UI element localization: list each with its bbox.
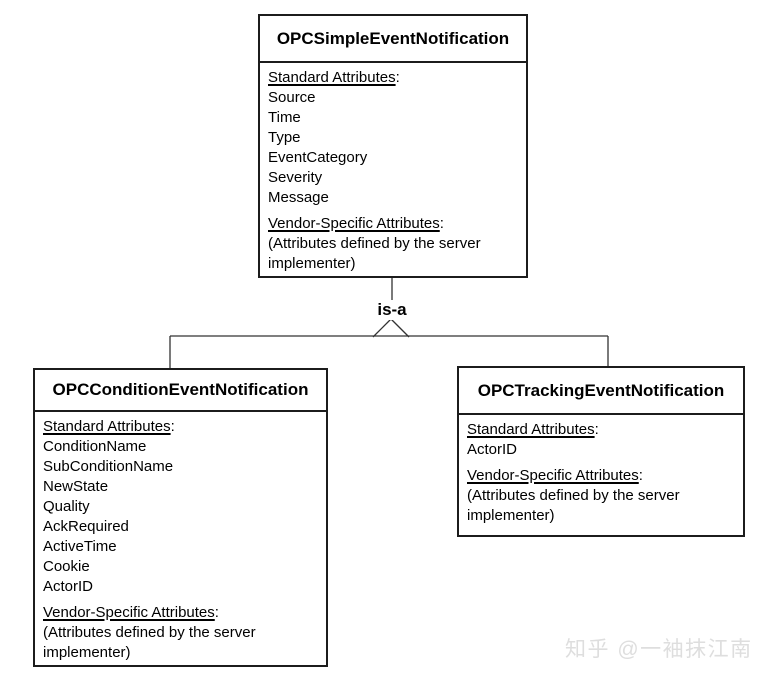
colon: :: [214, 604, 219, 621]
attribute-item: NewState: [43, 478, 109, 495]
section-heading-text: Vendor-Specific Attributes: [268, 215, 440, 232]
attribute-item: Source: [268, 89, 316, 106]
class-title: OPCSimpleEventNotification: [260, 16, 526, 63]
attribute-item: ActorID: [43, 578, 94, 595]
class-title: OPCTrackingEventNotification: [459, 368, 743, 415]
attribute-item: (Attributes defined by the server implem…: [43, 624, 256, 661]
colon: :: [395, 69, 400, 86]
colon: :: [439, 215, 444, 232]
section-heading-text: Vendor-Specific Attributes: [467, 467, 639, 484]
class-body: Standard Attributes: ConditionName SubCo…: [35, 412, 326, 663]
section-heading: Standard Attributes:: [268, 68, 518, 88]
colon: :: [170, 418, 175, 435]
section-heading: Vendor-Specific Attributes:: [268, 214, 518, 234]
class-box-opc-simple-event-notification: OPCSimpleEventNotification Standard Attr…: [258, 14, 528, 278]
class-body: Standard Attributes: ActorID Vendor-Spec…: [459, 415, 743, 526]
attribute-item: Cookie: [43, 558, 90, 575]
colon: :: [638, 467, 643, 484]
class-body: Standard Attributes: Source Time Type Ev…: [260, 63, 526, 274]
attribute-item: Quality: [43, 498, 90, 515]
attribute-item: SubConditionName: [43, 458, 174, 475]
section-heading: Standard Attributes:: [43, 417, 318, 437]
attribute-item: Message: [268, 189, 329, 206]
attribute-item: Severity: [268, 169, 323, 186]
class-box-opc-tracking-event-notification: OPCTrackingEventNotification Standard At…: [457, 366, 745, 537]
attribute-item: EventCategory: [268, 149, 368, 166]
attribute-item: ActorID: [467, 441, 518, 458]
attribute-item: Type: [268, 129, 301, 146]
vendor-specific-attributes-section: Vendor-Specific Attributes: (Attributes …: [268, 214, 518, 274]
class-box-opc-condition-event-notification: OPCConditionEventNotification Standard A…: [33, 368, 328, 667]
inheritance-triangle-icon: [390, 318, 410, 338]
section-heading-text: Vendor-Specific Attributes: [43, 604, 215, 621]
section-heading-text: Standard Attributes: [43, 418, 171, 435]
class-title: OPCConditionEventNotification: [35, 370, 326, 412]
attribute-item: ConditionName: [43, 438, 147, 455]
attribute-item: ActiveTime: [43, 538, 117, 555]
section-heading: Vendor-Specific Attributes:: [43, 603, 318, 623]
standard-attributes-section: Standard Attributes: ConditionName SubCo…: [43, 417, 318, 597]
watermark-text: 知乎 @一袖抹江南: [565, 638, 753, 661]
section-heading-text: Standard Attributes: [467, 421, 595, 438]
vendor-specific-attributes-section: Vendor-Specific Attributes: (Attributes …: [43, 603, 318, 663]
colon: :: [594, 421, 599, 438]
section-heading-text: Standard Attributes: [268, 69, 396, 86]
attribute-item: AckRequired: [43, 518, 129, 535]
attribute-item: (Attributes defined by the server implem…: [268, 235, 481, 272]
standard-attributes-section: Standard Attributes: ActorID: [467, 420, 735, 460]
vendor-specific-attributes-section: Vendor-Specific Attributes: (Attributes …: [467, 466, 735, 526]
section-heading: Vendor-Specific Attributes:: [467, 466, 735, 486]
attribute-item: (Attributes defined by the server implem…: [467, 487, 680, 524]
attribute-item: Time: [268, 109, 301, 126]
section-heading: Standard Attributes:: [467, 420, 735, 440]
relationship-label: is-a: [369, 300, 415, 320]
inheritance-triangle-icon: [372, 318, 392, 338]
standard-attributes-section: Standard Attributes: Source Time Type Ev…: [268, 68, 518, 208]
